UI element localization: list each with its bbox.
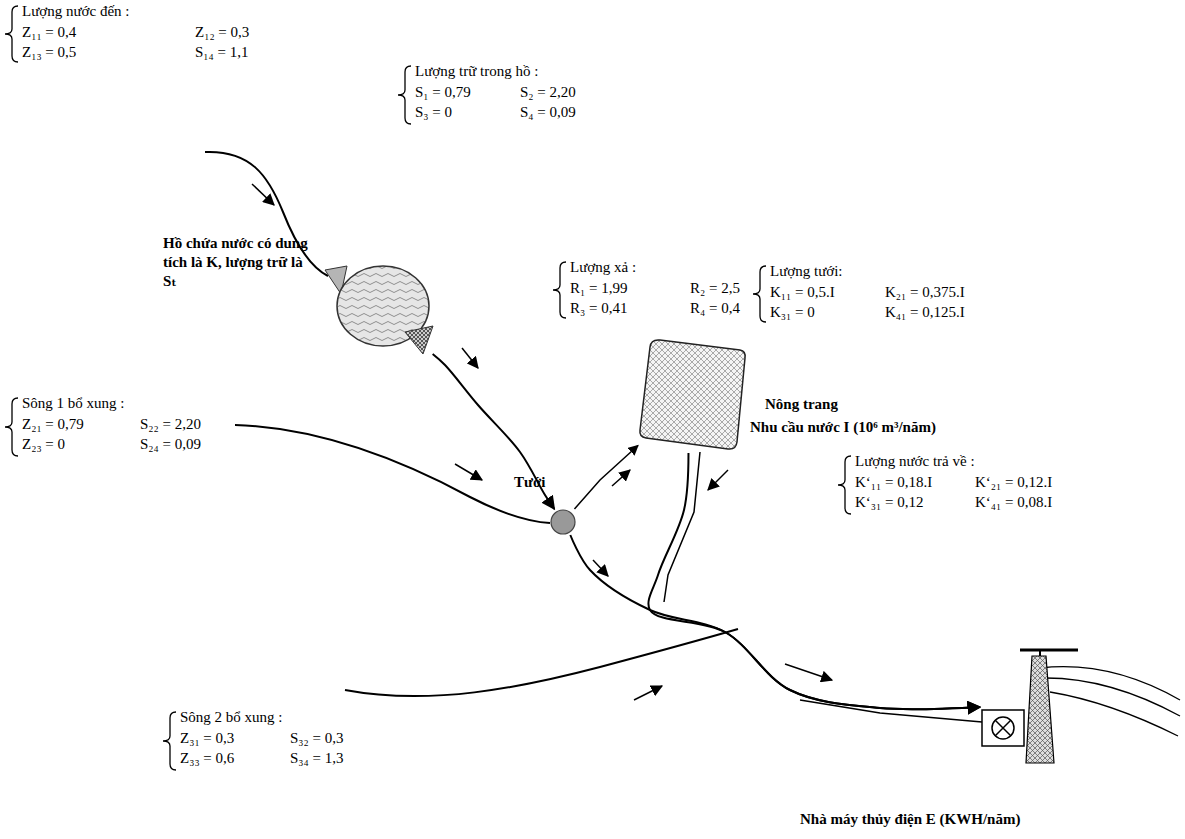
farm-field: Nông trangNhu cầu nước I (10⁶ m³/năm) (638, 338, 748, 453)
value-label: K‘₃₁ = 0,12 (855, 493, 924, 511)
river-connector (570, 535, 980, 709)
value-label: K₄₁ = 0,125.I (885, 303, 965, 321)
node-label: Nông trang (765, 395, 838, 414)
node-label: Nhu cầu nước I (10⁶ m³/năm) (750, 418, 936, 437)
value-label: S₄ = 0,09 (520, 103, 576, 121)
value-label: S₁ = 0,79 (415, 83, 471, 101)
value-label: S₂₄ = 0,09 (140, 435, 201, 453)
group-heading: Lượng nước đến : (22, 2, 130, 20)
group-heading: Lượng nước trả về : (855, 452, 975, 470)
river-line (345, 629, 738, 696)
river-connector (433, 354, 555, 509)
value-label: S₃₄ = 1,3 (290, 749, 344, 767)
flow-arrow (708, 470, 728, 490)
value-label: K₃₁ = 0 (770, 303, 815, 321)
flow-arrow (455, 464, 482, 480)
flow-arrow (593, 560, 608, 576)
group-heading: Lượng trữ trong hồ : (415, 62, 538, 80)
power-line (1046, 678, 1180, 716)
flow-arrow (634, 686, 662, 700)
curly-bracket (163, 712, 176, 770)
value-label: R₁ = 1,99 (570, 279, 627, 297)
hydropower-plant: Nhà máy thủy điện E (KWH/năm) (980, 648, 1080, 765)
node-label: Nhà máy thủy điện E (KWH/năm) (800, 810, 1020, 829)
flow-arrow (462, 348, 478, 368)
power-line (1050, 692, 1178, 736)
group-heading: Lượng xả : (570, 258, 636, 276)
node-shape (980, 648, 1080, 765)
canal-connector (574, 445, 638, 509)
curly-bracket (753, 266, 766, 322)
group-heading: Lượng tưới: (770, 262, 843, 280)
flow-arrow (252, 184, 274, 205)
value-label: K‘₂₁ = 0,12.I (975, 473, 1052, 491)
node-shape (638, 338, 748, 453)
curly-bracket (553, 262, 566, 318)
river-line (235, 425, 550, 523)
node-shape (325, 262, 437, 354)
pump-station: Tưới (550, 509, 576, 535)
value-label: S₂ = 2,20 (520, 83, 576, 101)
canal-line (664, 452, 700, 602)
value-label: K‘₁₁ = 0,18.I (855, 473, 932, 491)
river-connector (648, 453, 980, 709)
value-label: R₄ = 0,4 (690, 299, 740, 317)
node-label: Tưới (514, 473, 545, 492)
canal-line (800, 700, 982, 722)
value-label: S₃₂ = 0,3 (290, 729, 344, 747)
value-label: Z₁₂ = 0,3 (195, 23, 249, 41)
value-label: Z₁₁ = 0,4 (22, 23, 76, 41)
flow-arrow (785, 664, 832, 680)
value-label: S₁₄ = 1,1 (195, 43, 249, 61)
value-label: K‘₄₁ = 0,08.I (975, 493, 1052, 511)
curly-bracket (5, 398, 18, 456)
value-label: Z₁₃ = 0,5 (22, 43, 76, 61)
node-shape (550, 509, 576, 535)
group-heading: Sông 2 bổ xung : (180, 708, 283, 726)
value-label: R₃ = 0,41 (570, 299, 627, 317)
value-label: Z₃₃ = 0,6 (180, 749, 234, 767)
group-heading: Sông 1 bổ xung : (22, 394, 125, 412)
value-label: K₁₁ = 0,5.I (770, 283, 835, 301)
value-label: S₂₂ = 2,20 (140, 415, 201, 433)
value-label: Z₂₃ = 0 (22, 435, 65, 453)
curly-bracket (398, 66, 411, 124)
value-label: Z₂₁ = 0,79 (22, 415, 84, 433)
value-label: Z₃₁ = 0,3 (180, 729, 234, 747)
curly-bracket (838, 456, 851, 514)
value-label: R₂ = 2,5 (690, 279, 740, 297)
flow-arrow (612, 470, 630, 486)
node-label: Hồ chứa nước có dung tích là K, lượng tr… (163, 234, 315, 290)
value-label: S₃ = 0 (415, 103, 452, 121)
curly-bracket (5, 6, 18, 62)
reservoir-lake: Hồ chứa nước có dung tích là K, lượng tr… (325, 262, 437, 354)
power-line (1040, 667, 1180, 700)
value-label: K₂₁ = 0,375.I (885, 283, 965, 301)
